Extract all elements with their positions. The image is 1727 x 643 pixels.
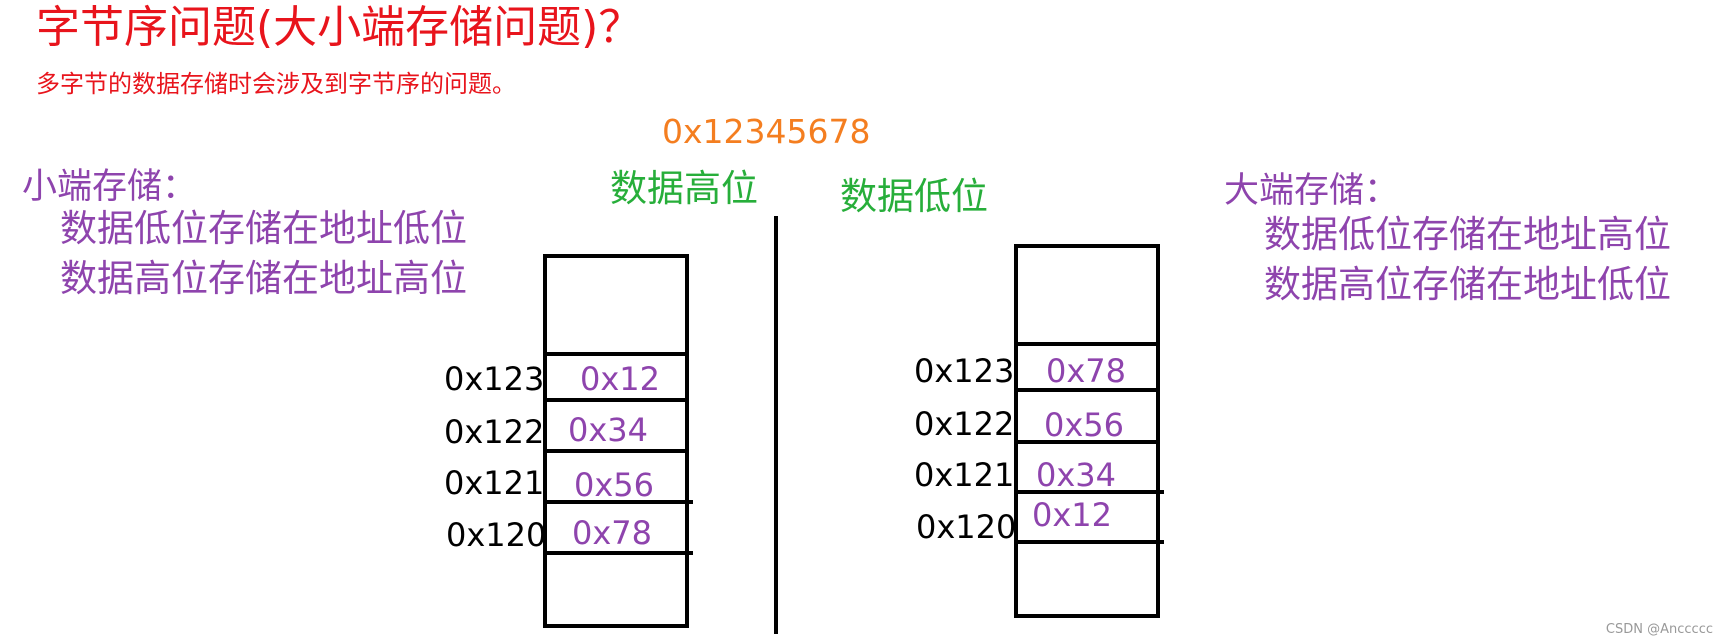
big-endian-rule-2: 数据高位存储在地址低位 [1264, 263, 1671, 306]
page-subtitle: 多字节的数据存储时会涉及到字节序的问题。 [36, 70, 516, 98]
cell-divider [543, 551, 693, 555]
address-label: 0x123 [914, 352, 1015, 390]
cell-divider [543, 398, 689, 402]
address-label: 0x123 [444, 360, 545, 398]
cell-divider [1014, 342, 1160, 346]
cell-value: 0x56 [574, 466, 655, 504]
cell-divider [1014, 490, 1164, 494]
big-endian-rule-1: 数据低位存储在地址高位 [1264, 213, 1671, 256]
address-label: 0x122 [914, 405, 1015, 443]
example-value: 0x12345678 [662, 112, 871, 151]
cell-value: 0x34 [568, 411, 649, 449]
cell-divider [1014, 388, 1160, 392]
little-endian-heading: 小端存储： [22, 167, 198, 207]
high-byte-label: 数据高位 [610, 167, 758, 210]
memory-column-frame [543, 254, 689, 628]
cell-divider [1014, 540, 1164, 544]
address-label: 0x121 [914, 456, 1015, 494]
address-label: 0x120 [446, 516, 547, 554]
cell-value: 0x78 [572, 514, 653, 552]
cell-divider [1014, 440, 1160, 444]
cell-value: 0x12 [580, 360, 661, 398]
big-endian-heading: 大端存储： [1224, 171, 1400, 211]
page-title: 字节序问题(大小端存储问题)？ [36, 2, 643, 53]
little-endian-rule-2: 数据高位存储在地址高位 [60, 257, 467, 300]
cell-divider [543, 449, 689, 453]
big-endian-rules: 数据低位存储在地址高位 数据高位存储在地址低位 [1264, 210, 1671, 310]
watermark: CSDN @Anccccc [1605, 622, 1713, 637]
cell-value: 0x34 [1036, 456, 1117, 494]
cell-value: 0x78 [1046, 352, 1127, 390]
cell-divider [543, 500, 693, 504]
cell-value: 0x56 [1044, 406, 1125, 444]
low-byte-label: 数据低位 [840, 175, 988, 218]
center-divider [774, 216, 778, 634]
memory-column-frame [1014, 244, 1160, 618]
little-endian-rules: 数据低位存储在地址低位 数据高位存储在地址高位 [60, 204, 467, 304]
cell-divider [543, 352, 689, 356]
little-endian-rule-1: 数据低位存储在地址低位 [60, 207, 467, 250]
address-label: 0x122 [444, 413, 545, 451]
address-label: 0x120 [916, 508, 1017, 546]
cell-value: 0x12 [1032, 496, 1113, 534]
address-label: 0x121 [444, 464, 545, 502]
